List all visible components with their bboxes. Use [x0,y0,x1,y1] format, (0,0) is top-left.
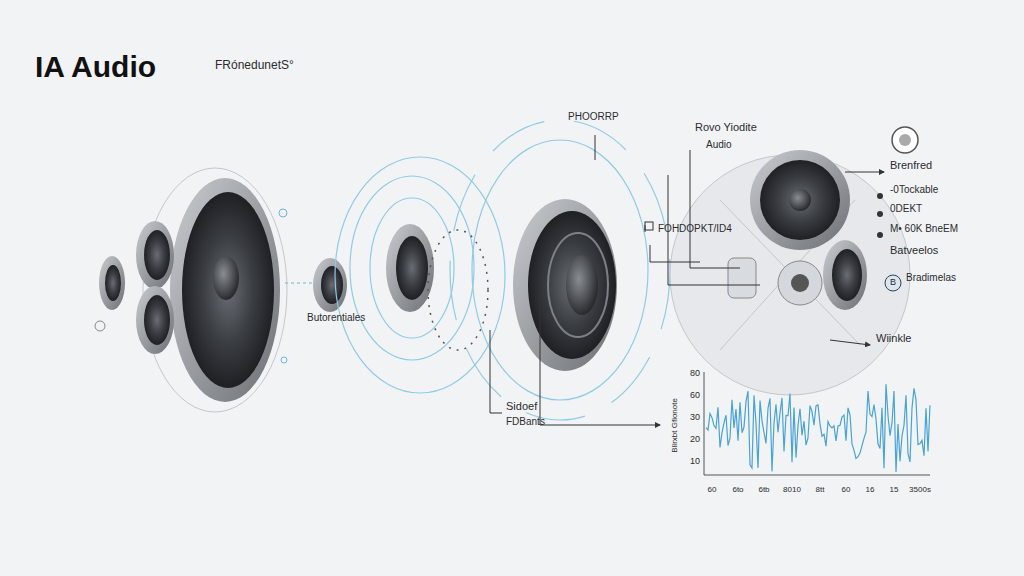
part-label: FOHDOPKT/ID4 [658,223,732,234]
axis-tick: 20 [690,435,700,445]
part-label: FDBants [506,416,545,427]
part-label: Butorentiales [307,312,365,323]
part-label: Bradimelas [906,272,956,283]
axis-tick: 80 [690,369,700,379]
axis-tick: 6tb [758,486,769,495]
axis-tick: 6to [732,486,743,495]
axis-tick: 15 [890,486,899,495]
axis-tick: 3500s [909,486,931,495]
part-label: Wiinkle [876,332,911,344]
part-label: -0Tockable [890,184,938,195]
axis-tick: 30 [690,413,700,423]
part-label: M• 60K BneEM [890,223,958,234]
part-label: PHOORRP [568,111,619,122]
axis-tick: 60 [842,486,851,495]
part-label: Batveelos [890,244,938,256]
axis-tick: 16 [866,486,875,495]
title: IA Audio [35,50,156,84]
part-label: Sidoef [506,400,537,412]
axis-tick: 10 [690,457,700,467]
icon-letter: B [890,278,896,288]
part-label: Rovo Yiodite [695,121,757,133]
part-label: Audio [706,139,732,150]
axis-tick: 60 [708,486,717,495]
axis-tick: 60 [690,391,700,401]
part-label: Brenfred [890,159,932,171]
subtitle: FRónedunetS° [215,59,294,72]
axis-tick: 8tt [816,486,825,495]
axis-tick: 8010 [783,486,801,495]
part-label: 0DEKT [890,203,922,214]
axis-title: Bllrxbt Gfionote [671,398,680,453]
